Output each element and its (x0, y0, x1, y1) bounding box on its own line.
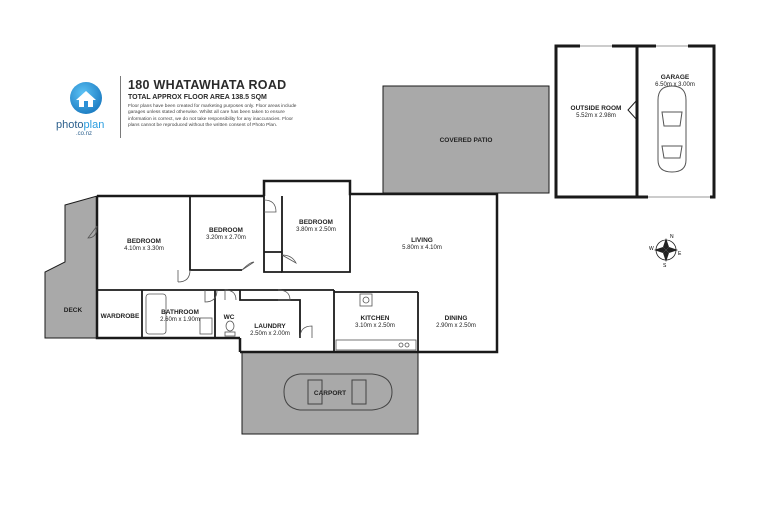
carport-car-icon (283, 373, 393, 411)
room-labels: BEDROOM 4.10m x 3.30m BEDROOM 3.20m x 2.… (64, 74, 695, 397)
bathroom-name: BATHROOM (161, 309, 199, 316)
covered-patio-name: COVERED PATIO (440, 137, 493, 144)
kitchen-dims: 3.10m x 2.50m (355, 323, 395, 329)
bathroom-dims: 2.60m x 1.90m (160, 317, 200, 323)
dining-dims: 2.90m x 2.50m (436, 323, 476, 329)
bedroom1-dims: 4.10m x 3.30m (124, 246, 164, 252)
house-in-circle-icon (70, 82, 102, 114)
outside-room-dims: 5.52m x 2.98m (576, 113, 616, 119)
door-swings (87, 199, 313, 339)
carport-area (241, 351, 419, 435)
outside-room-name: OUTSIDE ROOM (571, 105, 622, 112)
bedroom2-name: BEDROOM (209, 227, 243, 234)
compass-west: W (649, 246, 654, 252)
photoplan-logo (56, 80, 118, 140)
compass-east: E (678, 251, 682, 257)
compass-rose-icon: N E S W (649, 234, 682, 269)
property-address-title: 180 WHATAWHATA ROAD (128, 78, 287, 92)
dining-name: DINING (445, 315, 468, 322)
bedroom3-name: BEDROOM (299, 219, 333, 226)
interior-walls (97, 194, 419, 352)
deck-area (44, 195, 98, 339)
compass-south: S (663, 263, 667, 269)
living-name: LIVING (411, 237, 433, 244)
deck-name: DECK (64, 307, 83, 314)
kitchen-name: KITCHEN (361, 315, 390, 322)
covered-patio-area (382, 85, 550, 194)
garage-dims: 6.50m x 3.00m (655, 82, 695, 88)
compass-north: N (670, 234, 674, 240)
laundry-dims: 2.50m x 2.00m (250, 331, 290, 337)
bedroom3-dims: 3.80m x 2.50m (296, 227, 336, 233)
bedroom1-name: BEDROOM (127, 238, 161, 245)
laundry-name: LAUNDRY (254, 323, 286, 330)
disclaimer-text: Floor plans have been created for market… (128, 104, 297, 129)
bathroom-fixtures (145, 293, 236, 337)
wardrobe-name: WARDROBE (101, 313, 140, 320)
outbuilding (554, 44, 716, 199)
logo-wordmark: photoplan (56, 119, 105, 131)
wc-name: WC (224, 314, 235, 321)
floor-area-subtitle: TOTAL APPROX FLOOR AREA 138.5 SQM (128, 94, 267, 101)
bedroom2-dims: 3.20m x 2.70m (206, 235, 246, 241)
header-divider (120, 76, 121, 138)
kitchen-fixtures (335, 293, 417, 351)
garage-name: GARAGE (661, 74, 690, 81)
living-dims: 5.80m x 4.10m (402, 245, 442, 251)
garage-car-icon (657, 85, 687, 173)
carport-name: CARPORT (314, 390, 346, 397)
logo-tld: .co.nz (76, 131, 93, 137)
